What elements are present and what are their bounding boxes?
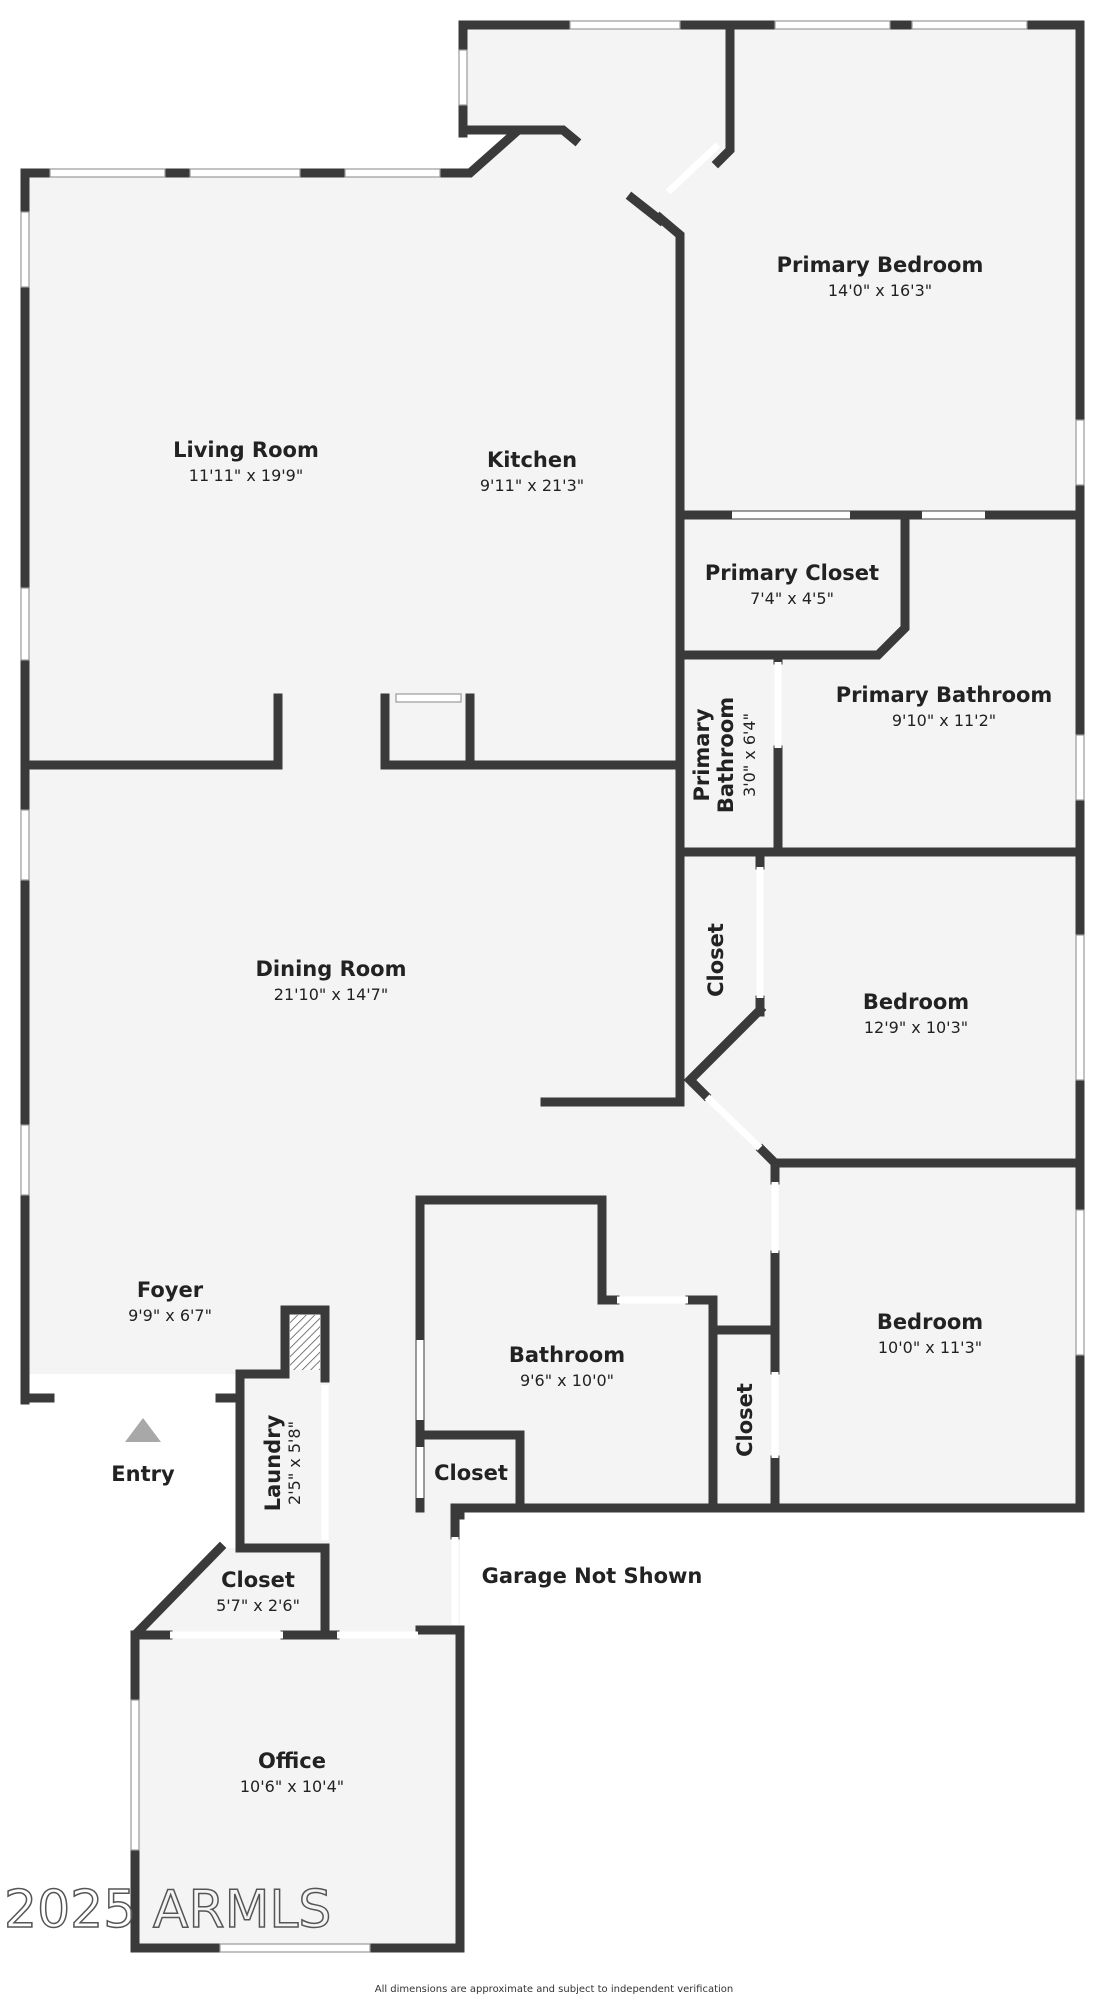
window bbox=[20, 587, 30, 661]
garage-note: Garage Not Shown bbox=[482, 1564, 703, 1588]
entry-arrow-icon bbox=[125, 1418, 161, 1442]
room-name: Office bbox=[258, 1749, 326, 1773]
room-name: Closet bbox=[221, 1568, 295, 1592]
room-name: Closet bbox=[704, 923, 728, 997]
room-name: Foyer bbox=[137, 1278, 204, 1302]
window bbox=[1075, 419, 1085, 486]
window bbox=[344, 168, 441, 178]
room-name: Bathroom bbox=[714, 697, 738, 813]
window bbox=[458, 49, 468, 106]
room-name: Primary bbox=[690, 708, 714, 801]
room-dimensions: 5'7" x 2'6" bbox=[216, 1596, 300, 1615]
room-name: Dining Room bbox=[256, 957, 407, 981]
window bbox=[1075, 1209, 1085, 1356]
room-name: Bedroom bbox=[863, 990, 969, 1014]
window bbox=[49, 168, 166, 178]
room-dimensions: 9'9" x 6'7" bbox=[128, 1306, 212, 1325]
room-dimensions: 21'10" x 14'7" bbox=[274, 985, 388, 1004]
watermark: 2025 ARMLS bbox=[4, 1880, 331, 1940]
window bbox=[189, 168, 301, 178]
room-labels: Primary Bedroom 14'0" x 16'3" Living Roo… bbox=[128, 253, 1052, 1796]
room-name: Living Room bbox=[173, 438, 319, 462]
room-dimensions: 2'5" x 5'8" bbox=[285, 1421, 304, 1505]
disclaimer: All dimensions are approximate and subje… bbox=[375, 1984, 734, 1995]
room-name: Bathroom bbox=[509, 1343, 625, 1367]
room-dimensions: 9'10" x 11'2" bbox=[892, 711, 996, 730]
room-name: Laundry bbox=[261, 1414, 285, 1511]
room-dimensions: 3'0" x 6'4" bbox=[740, 713, 759, 797]
room-dimensions: 9'11" x 21'3" bbox=[480, 476, 584, 495]
room-name: Primary Bedroom bbox=[777, 253, 984, 277]
room-name: Primary Bathroom bbox=[836, 683, 1053, 707]
window bbox=[911, 20, 1028, 30]
window bbox=[395, 693, 462, 703]
window bbox=[219, 1943, 371, 1953]
room-dimensions: 14'0" x 16'3" bbox=[828, 281, 932, 300]
window bbox=[20, 809, 30, 881]
room-name: Closet bbox=[733, 1383, 757, 1457]
windows bbox=[20, 20, 1085, 1953]
hatched-shaft bbox=[290, 1315, 320, 1370]
room-name: Primary Closet bbox=[705, 561, 879, 585]
window bbox=[1075, 734, 1085, 801]
room-dimensions: 10'6" x 10'4" bbox=[240, 1777, 344, 1796]
entry-label: Entry bbox=[111, 1462, 175, 1486]
window bbox=[20, 1124, 30, 1196]
window bbox=[774, 20, 891, 30]
room-dimensions: 12'9" x 10'3" bbox=[864, 1018, 968, 1037]
floor-area bbox=[25, 25, 1080, 1948]
window bbox=[1075, 934, 1085, 1081]
room-dimensions: 10'0" x 11'3" bbox=[878, 1338, 982, 1357]
window bbox=[130, 1699, 140, 1851]
room-dimensions: 11'11" x 19'9" bbox=[189, 466, 303, 485]
room-dimensions: 9'6" x 10'0" bbox=[520, 1371, 614, 1390]
window bbox=[569, 20, 681, 30]
room-name: Kitchen bbox=[487, 448, 577, 472]
room-name: Bedroom bbox=[877, 1310, 983, 1334]
window bbox=[20, 211, 30, 288]
room-dimensions: 7'4" x 4'5" bbox=[750, 589, 834, 608]
doors bbox=[55, 142, 985, 1639]
room-name: Closet bbox=[434, 1461, 508, 1485]
